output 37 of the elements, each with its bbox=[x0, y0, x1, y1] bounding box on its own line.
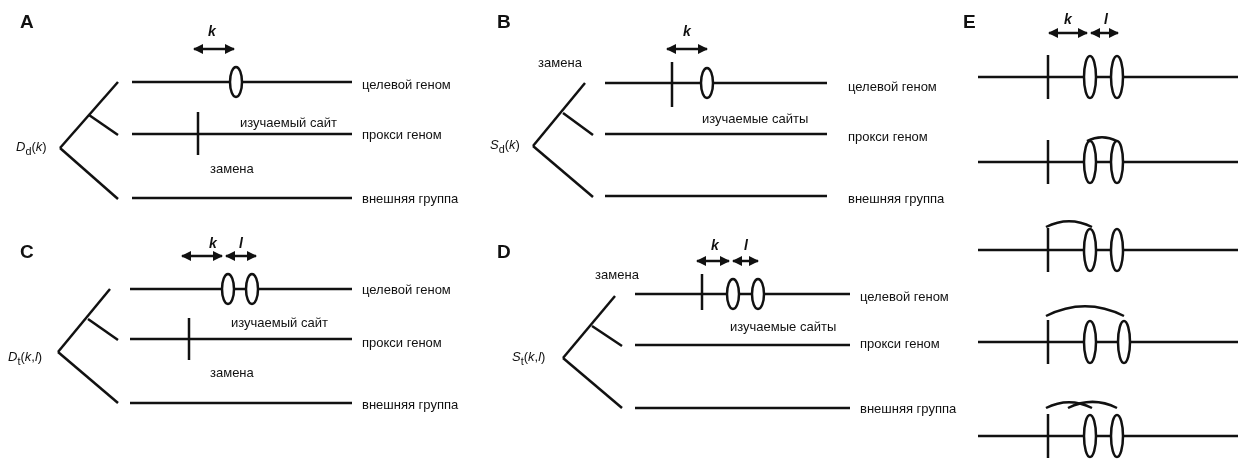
site-label: изучаемый сайт bbox=[240, 116, 337, 129]
genome-label: внешняя группа bbox=[860, 402, 957, 415]
panel-label: E bbox=[963, 12, 976, 31]
site-label: изучаемый сайт bbox=[231, 316, 328, 329]
genome-label: внешняя группа bbox=[848, 192, 945, 205]
genome-label: внешняя группа bbox=[362, 192, 459, 205]
genome-label: внешняя группа bbox=[362, 398, 459, 411]
dimension-label: k bbox=[683, 24, 691, 38]
dimension-label: l bbox=[1104, 12, 1108, 26]
site-label: изучаемые сайты bbox=[702, 112, 809, 125]
formula-label: D$_{t}$(k,l) bbox=[8, 350, 43, 367]
genome-label: прокси геном bbox=[362, 336, 442, 349]
genome-label: целевой геном bbox=[362, 78, 451, 91]
formula-label: S$_{d}$(k) bbox=[490, 138, 520, 155]
genome-label: прокси геном bbox=[848, 130, 928, 143]
substitution-label: замена bbox=[538, 56, 582, 69]
dimension-label: l bbox=[744, 238, 748, 252]
panel-label: A bbox=[20, 12, 34, 31]
dimension-label: l bbox=[239, 236, 243, 250]
panel-label: B bbox=[497, 12, 511, 31]
site-label: изучаемые сайты bbox=[730, 320, 837, 333]
genome-label: целевой геном bbox=[848, 80, 937, 93]
genome-label: целевой геном bbox=[362, 283, 451, 296]
substitution-label: замена bbox=[595, 268, 639, 281]
panel-label: C bbox=[20, 242, 34, 261]
dimension-label: k bbox=[711, 238, 719, 252]
substitution-label: замена bbox=[210, 162, 254, 175]
panel-label: D bbox=[497, 242, 511, 261]
substitution-label: замена bbox=[210, 366, 254, 379]
dimension-label: k bbox=[1064, 12, 1072, 26]
genome-label: целевой геном bbox=[860, 290, 949, 303]
formula-label: S$_{t}$(k,l) bbox=[512, 350, 546, 367]
dimension-label: k bbox=[208, 24, 216, 38]
genome-label: прокси геном bbox=[860, 337, 940, 350]
dimension-label: k bbox=[209, 236, 217, 250]
genome-label: прокси геном bbox=[362, 128, 442, 141]
formula-label: D$_{d}$(k) bbox=[16, 140, 47, 157]
